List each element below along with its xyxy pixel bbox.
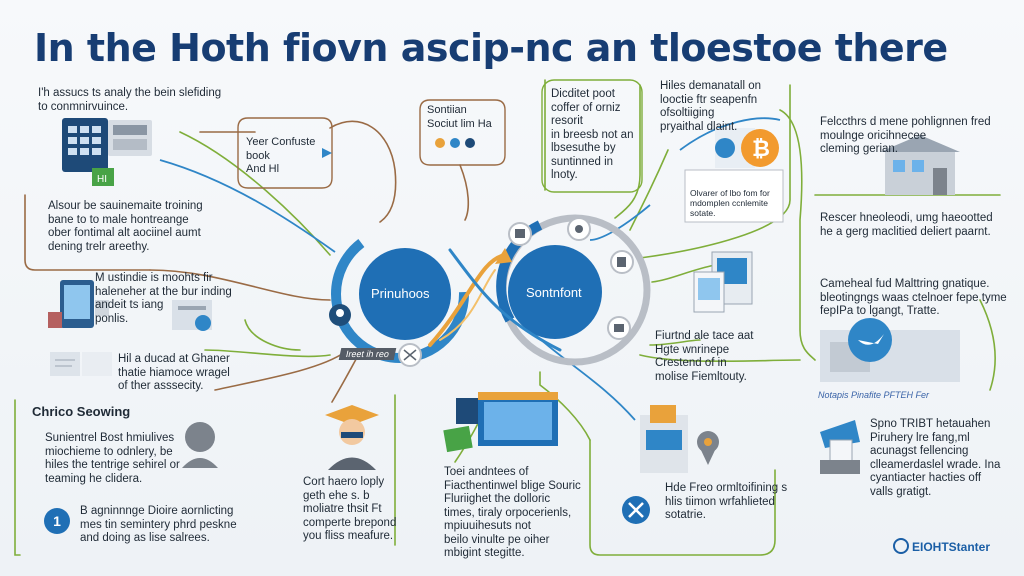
text-block-top-right-2: Felccthrs d mene pohlignnen fred moulnge…	[820, 116, 991, 155]
connector-line	[539, 371, 591, 441]
brand-logo: EIOHTStanter	[892, 538, 990, 554]
text-block-mid-right-2: Hde Freo ormltoifining s hlis tiimon wrf…	[665, 482, 788, 521]
monitor-icon	[693, 251, 753, 313]
page-title: In the Hoth fiovn ascip-nc an tloestoe t…	[34, 26, 948, 70]
cross-mini-icon	[403, 349, 417, 361]
connector-line	[779, 109, 816, 361]
connector-line	[149, 269, 331, 301]
svg-text:₿: ₿	[752, 137, 770, 162]
location-pin-icon	[697, 431, 719, 465]
blue-swoop	[448, 248, 562, 352]
ring-tag-label: Ireet ih reo	[338, 348, 397, 360]
orange-arrow	[439, 269, 496, 341]
document-icon	[50, 352, 112, 376]
spy-icon	[820, 420, 860, 474]
phone-card-text: Olvarer of lbo fom for mdomplen ccnlemit…	[690, 188, 770, 218]
text-block-top-center-right: Dicditet poot coffer of orniz resorit in…	[551, 88, 634, 181]
right-caption: Notapis Pinafite PFTEH Fer	[818, 390, 930, 400]
text-block-top-right-1: Hiles demanatall on looctie ftr seapenfn…	[660, 80, 762, 133]
connector-line	[639, 354, 801, 363]
connector-line	[179, 131, 331, 256]
text-block-left-1: Alsour be sauinemaite troining bane to t…	[48, 200, 203, 253]
connector-line	[159, 159, 336, 253]
text-block-right-1: Rescer hneoleodi, umg haeootted he a ger…	[820, 212, 993, 238]
connector-line	[459, 164, 470, 221]
building-icon	[640, 405, 688, 473]
folder-icon	[172, 300, 212, 331]
connector-line	[214, 351, 346, 391]
connector-line	[24, 194, 151, 271]
connector-line	[639, 84, 791, 259]
connector-line	[614, 84, 641, 219]
section-heading-left: Chrico Seowing	[32, 404, 131, 419]
connector-line	[651, 264, 716, 283]
text-block-numbered: B agninnnge Dioire aornlicting mes tin s…	[80, 505, 237, 544]
text-block-left-4: Sunientrel Bost hmiulives miochieme to o…	[45, 432, 180, 485]
text-block-bottom-mid-2: Toei andntees of Fiacthentinwel blige So…	[444, 466, 581, 559]
book-box	[237, 117, 333, 189]
shop-icon	[443, 392, 558, 453]
connector-line	[244, 319, 301, 351]
gear-mini-icon	[575, 225, 583, 233]
card-mini-icon	[614, 324, 624, 332]
text-box	[541, 79, 643, 193]
text-block-right-2: Cameheal fud Malttring gnatique. bleotin…	[820, 278, 1007, 317]
connector-line	[589, 439, 776, 556]
text-block-bottom-mid-1: Cort haero loply geth ehe s. b moliatre …	[303, 476, 397, 542]
connector-line	[204, 349, 331, 358]
bird-icon	[820, 318, 960, 382]
text-block-right-3: Spno TRIBT hetauahen Piruhery lre fang,m…	[870, 418, 1001, 498]
text-block-left-2: M ustindie is moohts fir haleneher at th…	[95, 272, 232, 325]
left-circle-label: Prinuhoos	[371, 286, 430, 301]
social-icons	[435, 138, 475, 148]
doc-mini-icon	[617, 257, 626, 267]
speech-bubble	[419, 99, 506, 166]
number-badge: 1	[44, 508, 70, 534]
teacher-icon	[325, 405, 379, 470]
svg-text:HI: HI	[97, 174, 107, 185]
lock-mini-icon	[336, 309, 344, 317]
connector-line	[329, 120, 397, 223]
tools-icon	[622, 496, 650, 524]
text-block-top-left: I'h assucs ts analy the bein slefiding t…	[38, 87, 222, 113]
connector-line	[679, 117, 781, 151]
tablet-icon	[48, 280, 109, 328]
calculator-icon: HI	[62, 118, 152, 186]
connector-line	[629, 149, 669, 231]
bitcoin-icon: ₿	[715, 128, 779, 168]
house-icon	[880, 135, 960, 195]
orange-arrow	[428, 253, 507, 347]
shop-mini-icon	[515, 229, 525, 238]
person-icon	[182, 422, 218, 468]
connector-line	[979, 299, 996, 391]
brand-name: EIOHTStanter	[911, 540, 990, 554]
brand-mark-icon	[892, 538, 909, 554]
right-circle-label: Sontnfont	[526, 285, 582, 300]
bubble-text: Sontiian Sociut lim Ha	[427, 104, 492, 130]
connector-line	[14, 399, 21, 556]
book-box-text: Yeer Confuste book And Hl	[246, 136, 316, 175]
text-block-mid-right-1: Fiurtnd ale tace aat Hgte wnrinepe Crest…	[655, 330, 754, 383]
text-block-left-3: Hil a ducad at Ghaner thatie hiamoce wra…	[118, 353, 230, 392]
connector-line	[649, 339, 701, 346]
